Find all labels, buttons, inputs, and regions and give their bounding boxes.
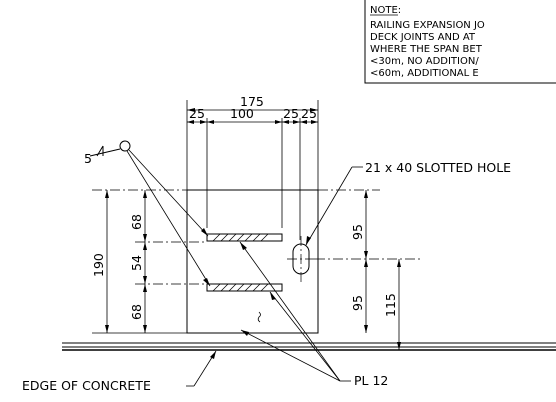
note-frame: [364, 0, 556, 84]
dim-edge-right-a: 25: [283, 106, 299, 121]
dim-hole-lower: 95: [350, 295, 365, 311]
top-dimensions: [186, 100, 319, 240]
dim-bottom-offset: 68: [129, 304, 144, 320]
right-dimensions: [315, 189, 420, 350]
dim-slot-length: 100: [230, 106, 254, 121]
note-line: <30m, NO ADDITION/: [370, 56, 479, 67]
dim-slot-spacing: 54: [129, 255, 144, 271]
plate-leaders: [239, 241, 351, 382]
dim-top-offset: 68: [129, 214, 144, 230]
dim-hole-upper: 95: [350, 224, 365, 240]
dim-plate-height: 190: [91, 253, 106, 277]
note-line: RAILING EXPANSION JO: [370, 20, 485, 31]
left-dimensions: [92, 189, 207, 334]
edge-of-concrete-label: EDGE OF CONCRETE: [22, 378, 151, 393]
dim-total-width: 175: [240, 94, 264, 109]
note-line: <60m, ADDITIONAL E: [370, 68, 479, 79]
note-line: DECK JOINTS AND AT: [370, 32, 476, 43]
weld-mark: [257, 311, 261, 323]
note-line: WHERE THE SPAN BET: [370, 44, 483, 55]
concrete-edge-lines: [62, 342, 556, 351]
slotted-hole-leader: [305, 166, 363, 246]
note-heading: NOTE:: [370, 5, 401, 16]
slotted-hole-label: 21 x 40 SLOTTED HOLE: [365, 160, 511, 175]
slotted-hole: [287, 236, 315, 283]
slot-upper: [206, 233, 283, 242]
edge-of-concrete-leader: [186, 350, 217, 387]
weld-size: 5: [84, 151, 92, 166]
dim-edge-right-b: 25: [301, 106, 317, 121]
dim-hole-to-concrete: 115: [383, 293, 398, 317]
base-plate-outline: [186, 189, 319, 334]
note-box: NOTE: RAILING EXPANSION JO DECK JOINTS A…: [364, 0, 556, 84]
weld-symbol: [89, 140, 211, 287]
dim-edge-left: 25: [189, 106, 205, 121]
slot-lower: [206, 283, 283, 292]
plate-label: PL 12: [354, 373, 388, 388]
